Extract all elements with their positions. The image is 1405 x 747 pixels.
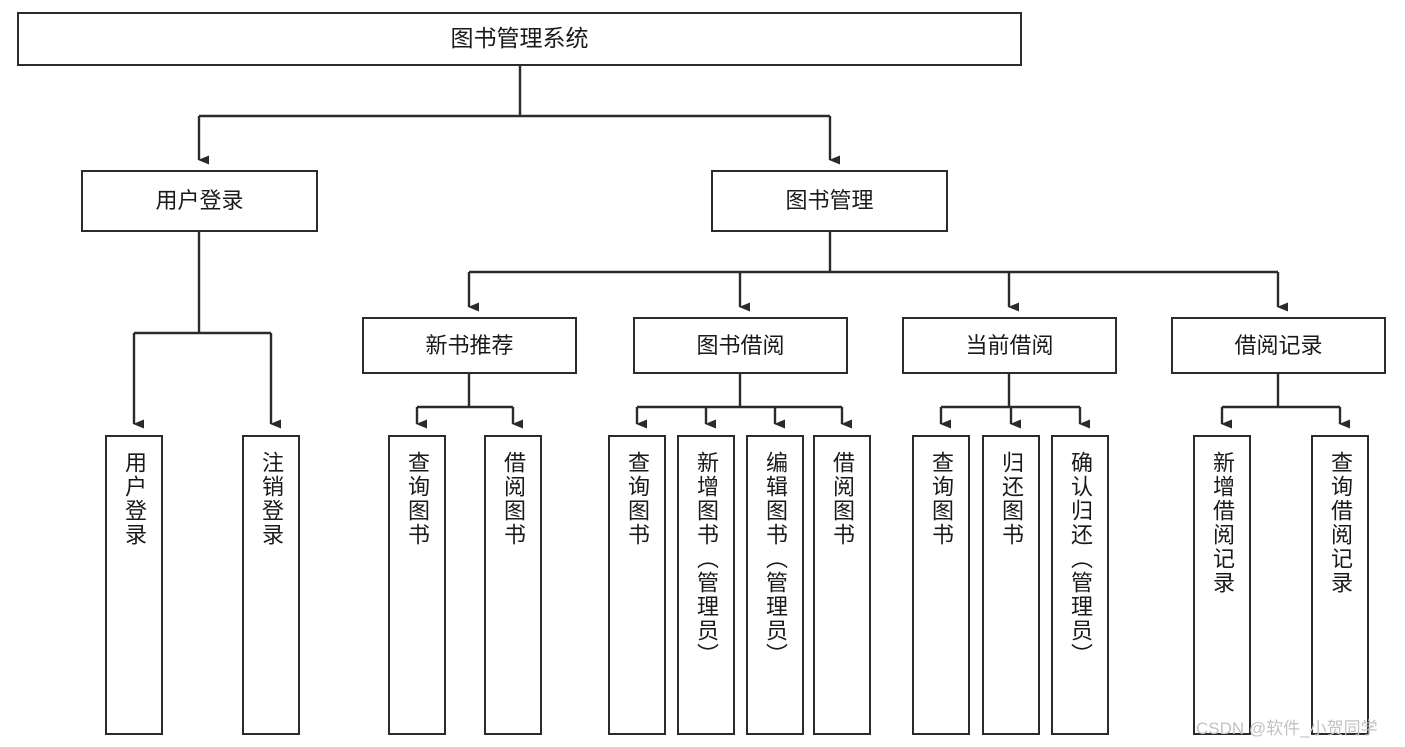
- node-book-management[interactable]: 图书管理: [711, 170, 948, 232]
- node-label: 新增图书（管理员）: [694, 451, 719, 667]
- node-new-book-recommend[interactable]: 新书推荐: [362, 317, 577, 374]
- node-label: 查询借阅记录: [1328, 451, 1353, 595]
- csdn-watermark: CSDN @软件_小贺同学: [1196, 719, 1378, 738]
- node-user-login[interactable]: 用户登录: [81, 170, 318, 232]
- node-leaf-borrow-book-1[interactable]: 借阅图书: [484, 435, 542, 735]
- node-label: 图书借阅: [696, 332, 785, 358]
- node-book-borrow[interactable]: 图书借阅: [633, 317, 848, 374]
- node-label: 图书管理: [785, 188, 874, 214]
- node-label: 归还图书: [999, 451, 1024, 547]
- node-leaf-edit-book[interactable]: 编辑图书（管理员）: [746, 435, 804, 735]
- node-leaf-query-book-3[interactable]: 查询图书: [912, 435, 970, 735]
- node-label: 编辑图书（管理员）: [763, 451, 788, 667]
- node-leaf-user-login[interactable]: 用户登录: [105, 435, 163, 735]
- node-leaf-add-book[interactable]: 新增图书（管理员）: [677, 435, 735, 735]
- node-leaf-user-logout[interactable]: 注销登录: [242, 435, 300, 735]
- node-leaf-confirm-return[interactable]: 确认归还（管理员）: [1051, 435, 1109, 735]
- node-leaf-return-book[interactable]: 归还图书: [982, 435, 1040, 735]
- node-label: 借阅图书: [501, 451, 526, 547]
- node-leaf-borrow-book-2[interactable]: 借阅图书: [813, 435, 871, 735]
- node-leaf-add-record[interactable]: 新增借阅记录: [1193, 435, 1251, 735]
- node-label: 注销登录: [259, 451, 284, 547]
- node-label: 新书推荐: [425, 332, 514, 358]
- node-label: 借阅图书: [830, 451, 855, 547]
- node-label: 当前借阅: [965, 332, 1054, 358]
- node-label: 查询图书: [625, 451, 650, 547]
- node-root-system[interactable]: 图书管理系统: [17, 12, 1022, 66]
- node-leaf-query-record[interactable]: 查询借阅记录: [1311, 435, 1369, 735]
- node-label: 新增借阅记录: [1210, 451, 1235, 595]
- node-label: 借阅记录: [1234, 332, 1323, 358]
- node-label: 用户登录: [155, 188, 244, 214]
- node-label: 用户登录: [122, 451, 147, 547]
- node-borrow-record[interactable]: 借阅记录: [1171, 317, 1386, 374]
- node-label: 查询图书: [405, 451, 430, 547]
- node-current-borrow[interactable]: 当前借阅: [902, 317, 1117, 374]
- node-label: 查询图书: [929, 451, 954, 547]
- node-label: 确认归还（管理员）: [1068, 451, 1093, 667]
- node-leaf-query-book-1[interactable]: 查询图书: [388, 435, 446, 735]
- node-label: 图书管理系统: [450, 25, 589, 52]
- node-leaf-query-book-2[interactable]: 查询图书: [608, 435, 666, 735]
